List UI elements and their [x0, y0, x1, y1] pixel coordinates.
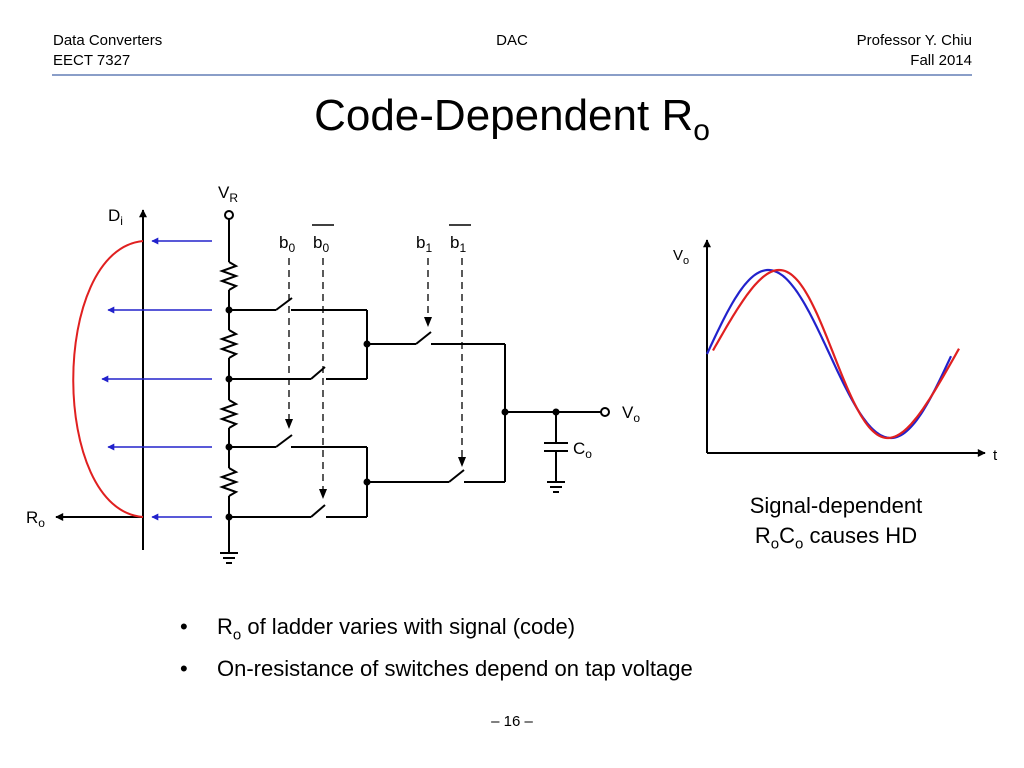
page-number: – 16 –: [491, 713, 533, 730]
course-code: EECT 7327: [53, 52, 131, 69]
vr-label: VR: [218, 183, 238, 205]
resistor-ladder: [219, 210, 239, 564]
caption-rest: causes HD: [803, 523, 918, 548]
ro-curve: [72, 240, 144, 518]
caption-c: C: [779, 523, 796, 548]
ro-label: Ro: [26, 508, 45, 530]
header-left: Data Converters EECT 7327: [53, 31, 162, 71]
bullet-item: •On-resistance of switches depend on tap…: [180, 652, 693, 694]
switches-b1: [367, 331, 610, 493]
b0bar-label: b0: [313, 233, 329, 255]
junction-nodes: [363, 340, 560, 486]
caption-line-1: Signal-dependent: [749, 493, 923, 518]
switches-b0: [229, 297, 368, 518]
caption-line-2: RoCo causes HD: [700, 521, 972, 559]
waveform-y-label: Vo: [673, 247, 689, 267]
bullet-marker: •: [180, 614, 188, 639]
waveform-ideal: [706, 268, 952, 440]
course-name: Data Converters: [53, 32, 163, 49]
author-name: Professor Y. Chiu: [856, 32, 972, 49]
bullet-item: •Ro of ladder varies with signal (code): [180, 610, 693, 652]
control-arrowheads: [285, 317, 466, 499]
waveform-caption: Signal-dependent RoCo causes HD: [700, 491, 972, 559]
b0-label: b0: [279, 233, 295, 255]
bullet-marker: •: [180, 656, 188, 681]
b1bar-label: b1: [450, 233, 466, 255]
header-right: Professor Y. Chiu Fall 2014: [857, 31, 972, 71]
title-main: Code-Dependent R: [314, 91, 694, 140]
waveform-plot: Vo t: [673, 239, 998, 464]
waveform-x-label: t: [993, 447, 998, 464]
waveform-distorted: [712, 268, 960, 440]
slide-title: Code-Dependent Ro: [0, 88, 1024, 159]
term: Fall 2014: [910, 52, 972, 69]
vo-label: Vo: [622, 403, 640, 425]
caption-r: R: [754, 523, 771, 548]
b1-label: b1: [416, 233, 432, 255]
bullet-list: •Ro of ladder varies with signal (code) …: [180, 610, 693, 694]
header-topic: DAC: [496, 32, 528, 49]
caption-c-sub: o: [795, 535, 804, 553]
di-label: Di: [108, 206, 123, 228]
co-label: Co: [573, 439, 592, 461]
header-divider: [52, 74, 972, 76]
title-subscript: o: [693, 114, 710, 147]
control-lines: [288, 258, 463, 490]
caption-r-sub: o: [770, 535, 780, 553]
